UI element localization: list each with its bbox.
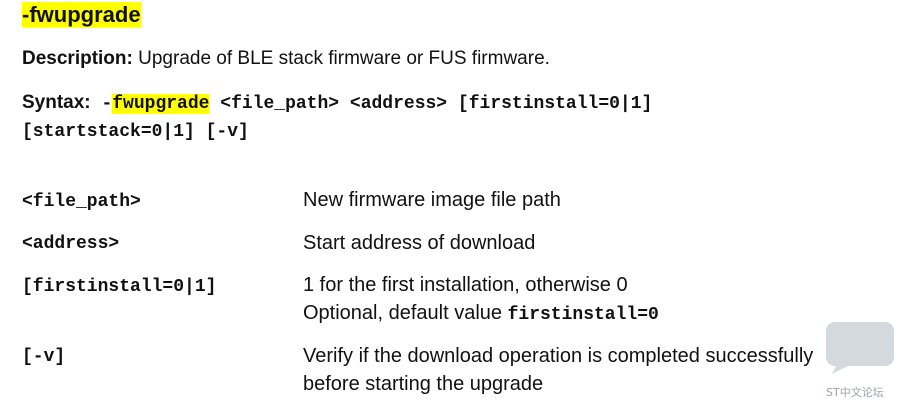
page-title: -fwupgrade [22,2,141,28]
param-desc-firstinstall-code: firstinstall=0 [507,305,659,325]
param-desc-firstinstall-line-2: Optional, default value firstinstall=0 [303,299,659,329]
syntax-args-line-1: <file_path> <address> [firstinstall=0|1] [209,94,653,114]
param-desc-file-path: New firmware image file path [303,189,561,211]
param-desc-firstinstall-line-1: 1 for the first installation, otherwise … [303,274,628,296]
syntax-label: Syntax: [22,92,91,113]
description-text: Upgrade of BLE stack firmware or FUS fir… [132,48,550,69]
syntax-block: Syntax: -fwupgrade <file_path> <address>… [22,89,652,146]
param-name-address: <address> [22,234,120,254]
param-desc-firstinstall: 1 for the first installation, otherwise … [303,271,659,329]
param-name-verify: [-v] [22,347,66,367]
param-name-firstinstall: [firstinstall=0|1] [22,277,217,297]
syntax-args-line-2: [startstack=0|1] [-v] [22,122,249,142]
param-desc-address: Start address of download [303,232,536,254]
param-desc-firstinstall-text: Optional, default value [303,302,508,324]
syntax-dash: - [90,94,113,114]
watermark-text: ST中文论坛 [826,386,884,399]
watermark: ST中文论坛 [822,322,900,406]
description-label: Description: [22,48,133,69]
param-desc-verify-line-1: Verify if the download operation is comp… [303,345,814,367]
syntax-line-1: Syntax: -fwupgrade <file_path> <address>… [22,89,652,118]
title-highlight: -fwupgrade [22,2,141,27]
param-desc-verify: Verify if the download operation is comp… [303,342,813,398]
description-line: Description: Upgrade of BLE stack firmwa… [22,46,550,72]
chat-bubble-icon [826,322,894,374]
param-name-file-path: <file_path> [22,192,141,212]
param-desc-verify-line-2: before starting the upgrade [303,373,544,395]
syntax-command: fwupgrade [112,94,210,114]
